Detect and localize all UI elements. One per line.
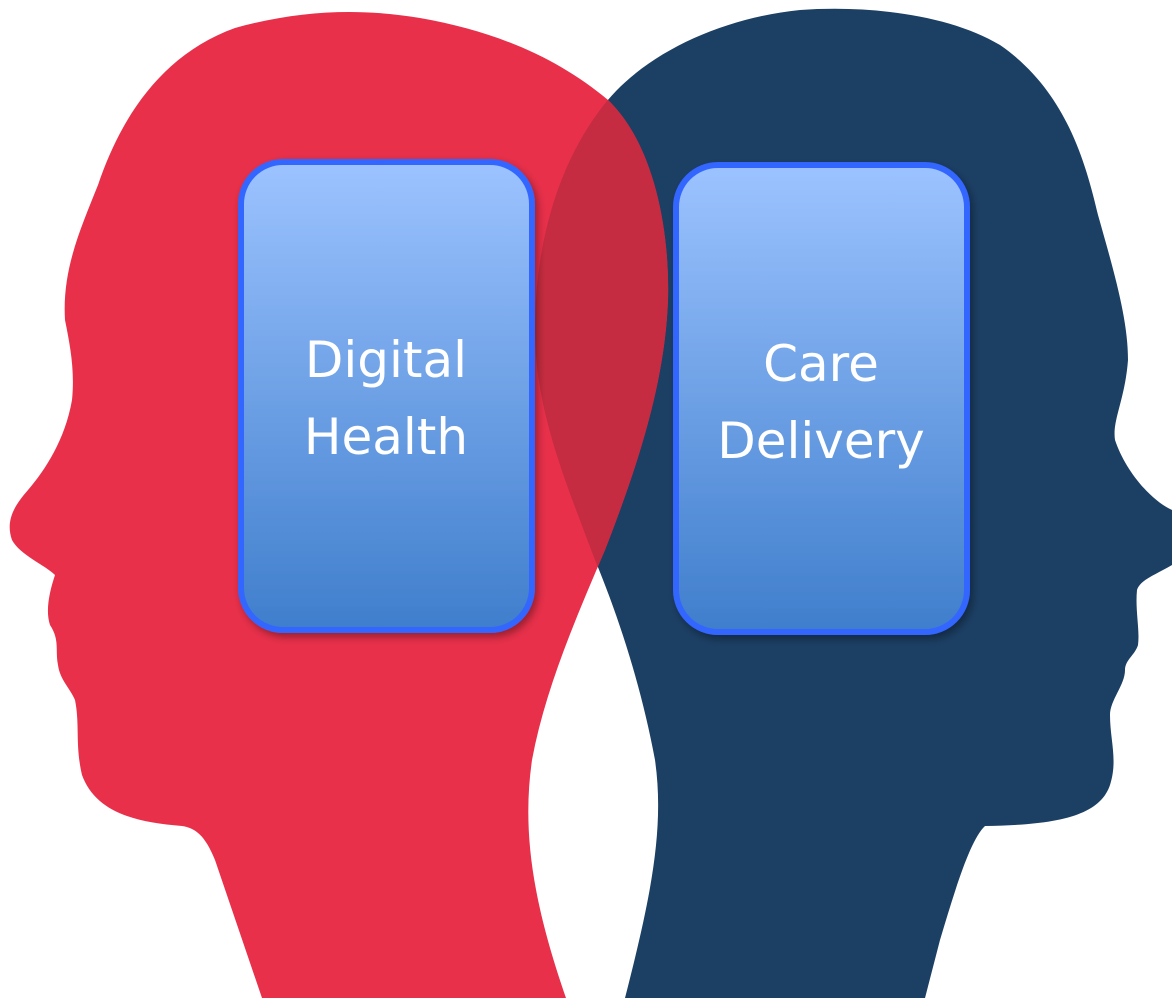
care-delivery-box-shape	[673, 162, 970, 635]
care-delivery-label-line2: Delivery	[717, 412, 925, 470]
digital-health-box	[238, 159, 535, 633]
digital-health-label-line2: Health	[304, 408, 468, 466]
care-delivery-box	[673, 162, 970, 635]
digital-health-box-shape	[238, 159, 535, 633]
digital-health-label-line1: Digital	[305, 331, 467, 389]
care-delivery-label-line1: Care	[763, 335, 879, 393]
